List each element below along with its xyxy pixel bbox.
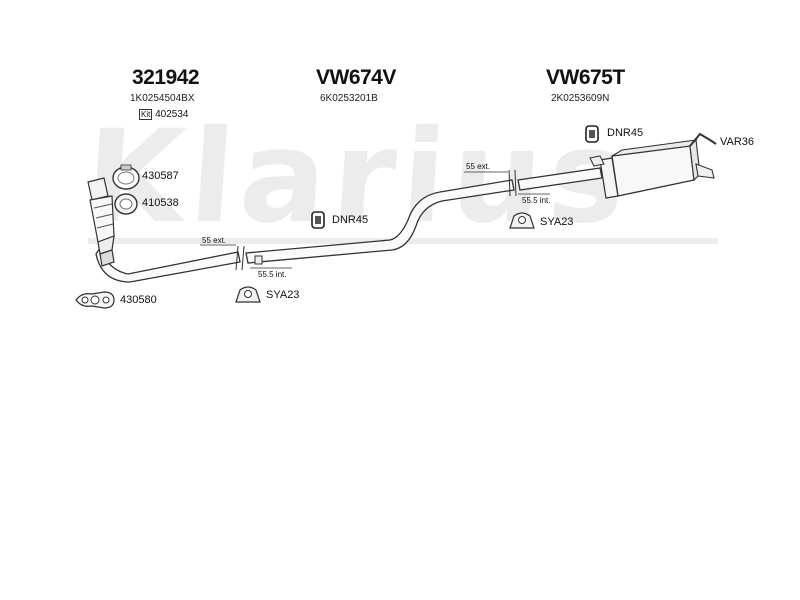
kit-number: 402534 [155,109,189,120]
rear-silencer [589,138,715,199]
clamp-mid-label: SYA23 [266,289,300,301]
middle-oem-number: 6K0253201B [320,93,378,104]
rear-int-label: 55.5 int. [522,196,551,205]
clamp-ring-icon [112,164,140,190]
front-part-number: 321942 [132,66,200,89]
rubber-mount-mid-label: DNR45 [332,214,369,226]
hanger-bracket-icon [689,132,717,147]
catalytic-converter [87,177,115,267]
clamp-rear-icon [509,212,535,229]
middle-pipe [245,179,515,264]
rubber-mount-mid-icon [311,211,325,229]
clamp-mid-icon [235,286,261,303]
gasket-ring-label: 410538 [142,197,179,209]
rear-ext-label: 55 ext. [466,162,491,171]
front-ext-label: 55 ext. [202,236,227,245]
middle-part-number: VW674V [316,66,396,89]
kit-tag: Kit [139,109,153,120]
front-joint-marks [200,244,292,271]
rear-pipe [517,167,603,191]
front-int-label: 55.5 int. [258,270,287,279]
flange-gasket-icon [75,291,115,309]
gasket-ring-icon [114,193,138,215]
rear-joint-marks [464,169,550,197]
front-kit-row: Kit 402534 [139,109,189,120]
rubber-mount-rear-label: DNR45 [607,127,644,139]
clamp-ring-label: 430587 [142,170,179,182]
rubber-mount-rear-icon [585,125,599,143]
front-pipe [95,246,241,283]
front-oem-number: 1K0254504BX [130,93,195,104]
rear-part-number: VW675T [546,66,625,89]
clamp-rear-label: SYA23 [540,216,574,228]
rear-oem-number: 2K0253609N [551,93,610,104]
flange-gasket-label: 430580 [120,294,157,306]
hanger-label: VAR36 [720,136,755,148]
